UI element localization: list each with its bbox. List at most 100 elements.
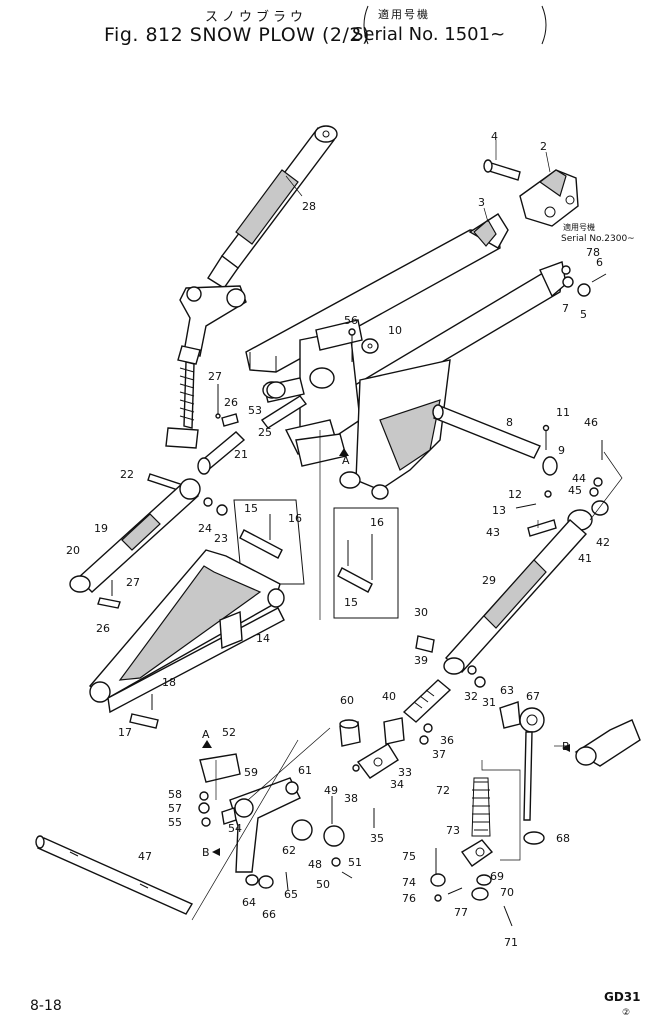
label-52: 52 [222,726,236,739]
label-77: 77 [454,906,468,919]
model-code: GD31 [604,990,641,1004]
label-8: 8 [506,416,513,429]
part-54-plate[interactable] [221,807,237,825]
label-45: 45 [568,484,582,497]
label-A-lower: A [202,728,210,741]
part-29-cylinder[interactable] [443,519,587,675]
label-76: 76 [402,892,416,905]
part-52-bracket[interactable] [199,753,241,783]
label-36: 36 [440,734,454,747]
label-63: 63 [500,684,514,697]
label-25: 25 [258,426,272,439]
part-43-bolt[interactable] [527,519,557,537]
label-41: 41 [578,552,592,565]
part-44-45-46-hardware[interactable] [589,440,603,497]
part-15-16-pin-box-right[interactable] [333,507,399,619]
part-4-bolt[interactable] [483,159,521,181]
label-64: 64 [242,896,256,909]
figure-title-kana: スノウブラウ [205,10,308,25]
part-60-bushing[interactable] [339,719,361,747]
part-35-38-bolts[interactable] [352,764,375,828]
part-11-bolt[interactable] [542,424,550,451]
label-24: 24 [198,522,212,535]
part-31-32-hardware[interactable] [467,665,486,688]
part-76-77-hardware[interactable] [434,887,463,902]
part-39-rod-end[interactable] [402,679,452,723]
label-16-top: 16 [288,512,302,525]
part-59-bell-crank[interactable] [229,777,301,873]
part-8-shaft[interactable] [432,404,541,459]
label-18: 18 [162,676,176,689]
label-54: 54 [228,822,242,835]
arrow-a-icon [202,740,212,748]
part-72-spring[interactable] [471,777,491,837]
part-30-bolt[interactable] [415,635,435,653]
part-73-yoke[interactable] [460,839,494,867]
label-B-lower: B [202,846,210,859]
arrow-a-top-icon [339,448,349,456]
part-27-pin[interactable] [215,384,221,419]
part-21-pin[interactable] [197,431,246,475]
label-70: 70 [500,886,514,899]
label-50: 50 [316,878,330,891]
spring-rod-assembly[interactable] [165,361,199,449]
part-9-bushing[interactable] [542,456,558,476]
part-15-16-pin-box-left[interactable] [233,499,305,585]
part-24-23-hardware[interactable] [203,497,228,516]
label-55: 55 [168,816,182,829]
part-56-bolt[interactable] [348,328,356,362]
label-35: 35 [370,832,384,845]
part-64-66-hardware[interactable] [245,871,289,891]
label-62: 62 [282,844,296,857]
page-number: 8-18 [30,998,62,1014]
part-62-bushing[interactable] [291,819,313,841]
label-22: 22 [120,468,134,481]
right-lever-b-link[interactable] [574,719,641,767]
label-68: 68 [556,832,570,845]
label-11: 11 [556,406,570,419]
part-19-cylinder[interactable] [69,478,201,593]
part-14-a-frame[interactable] [88,549,285,714]
part-28-lift-cylinder[interactable] [207,125,338,289]
label-19: 19 [94,522,108,535]
part-48-bushing[interactable] [323,825,345,847]
upper-linkage-arm[interactable] [177,285,247,365]
part-33-34-plate[interactable] [356,743,399,779]
part-68-washer[interactable] [523,831,545,845]
part-10-washer[interactable] [361,338,379,354]
label-73: 73 [446,824,460,837]
part-36-37-hardware[interactable] [419,723,433,745]
part-12-13-hardware[interactable] [515,490,552,509]
label-57: 57 [168,802,182,815]
label-59: 59 [244,766,258,779]
callout-kana: 適用号機 [563,223,595,232]
part-67-rod[interactable] [519,707,545,821]
part-40-bushing[interactable] [383,717,405,745]
part-57-58-55-hardware[interactable] [198,791,211,827]
part-78-7-5-6-hardware[interactable] [561,265,607,297]
part-71-pin[interactable] [503,905,513,927]
label-17: 17 [118,726,132,739]
arrow-b-icon [212,848,220,856]
label-42: 42 [596,536,610,549]
part-17-pin[interactable] [129,713,159,729]
label-53: 53 [248,404,262,417]
part-2-bracket-block[interactable] [519,169,579,227]
part-53-bushing[interactable] [266,381,286,399]
sheet-mark: ② [622,1008,631,1018]
part-26-pin[interactable] [221,413,239,427]
label-15-top: 15 [244,502,258,515]
label-15-box: 15 [344,596,358,609]
label-23: 23 [214,532,228,545]
part-69-70-nuts[interactable] [471,874,492,901]
arrow-b-right-icon [562,744,570,752]
part-47-shaft[interactable] [35,835,194,915]
part-63-bushing[interactable] [499,701,521,729]
part-26-27-lower-pins[interactable] [97,580,121,609]
part-25-pin[interactable] [260,395,308,429]
part-3-main-frame[interactable] [245,213,567,500]
part-74-75-hardware[interactable] [430,848,446,887]
part-50-51-hardware[interactable] [331,857,353,879]
